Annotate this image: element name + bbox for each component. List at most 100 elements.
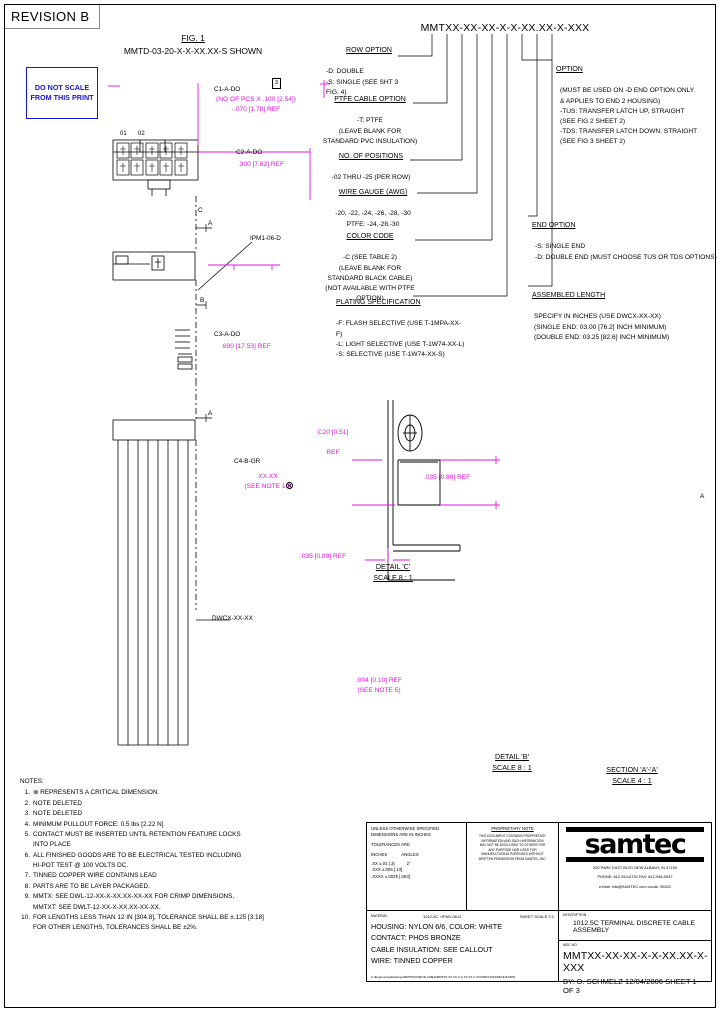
dim-c1-value: (NO OF PCS X .100 [2.54]) -.070 [1.78] R…	[216, 96, 296, 113]
section-mark-a-bottom: A	[208, 410, 213, 417]
dim-035: .035 [0.89] REF	[424, 474, 471, 481]
assembled-length-heading: ASSEMBLED LENGTH	[532, 292, 606, 300]
note-number: 10.	[21, 913, 30, 921]
color-code-lines: -C (SEE TABLE 2) (LEAVE BLANK FOR STANDA…	[325, 254, 415, 303]
note-item: 1.⊗ REPRESENTS A CRITICAL DIMENSION.	[20, 788, 360, 798]
samtec-wordmark: samtec	[584, 828, 687, 860]
tolerance-col-inches: INCHES	[371, 852, 388, 858]
detail-b-name: DETAIL 'B'	[495, 752, 529, 761]
title-block: UNLESS OTHERWISE SPECIFIED DIMENSIONS AR…	[366, 822, 712, 995]
note-item: 10.FOR LENGTHS LESS THAN 12 IN [304.8], …	[20, 913, 360, 934]
do-not-scale-note: DO NOT SCALE FROM THIS PRINT	[26, 67, 98, 119]
company-email: e-Mail: info@SAMTEC.com ccode: 55322	[598, 883, 672, 889]
notes-heading: NOTES:	[20, 778, 44, 785]
detail-b-scale: SCALE 8 : 1	[492, 762, 532, 772]
note-item: 4.MINIMUM PULLOUT FORCE: 0.5 lbs [2.22 N…	[20, 820, 360, 830]
by-line: BY: D. SCHMELZ 12/04/2006 SHEET 1 OF 3	[563, 976, 697, 995]
note-item: 3.NOTE DELETED	[20, 809, 360, 819]
note-text: ⊗ REPRESENTS A CRITICAL DIMENSION.	[33, 789, 160, 797]
callout-no-of-positions: NO. OF POSITIONS -02 THRU -25 (PER ROW)	[326, 142, 416, 194]
title-block-row-bottom: MATERIAL 1012-5C +IPM1-06-D SHEET SCALE …	[367, 911, 711, 995]
plating-heading: PLATING SPECIFICATION	[336, 299, 421, 307]
note-text: MMTX: SEE DWL-12-XX-X-XX.XX-XX-XX FOR CR…	[33, 893, 235, 911]
revision-box: REVISION B	[5, 5, 100, 29]
part-number-header: MMTXX-XX-XX-X-X-XX.XX-X-XXX	[420, 22, 590, 34]
plating-lines: -F: FLASH SELECTIVE (USE T-1MPA-XX-F) -L…	[336, 320, 465, 358]
unless-line-3: TOLERANCES ARE	[371, 841, 410, 847]
callout-ptfe-cable-option: PTFE CABLE OPTION -T: PTFE (LEAVE BLANK …	[320, 85, 420, 157]
positions-lines: -02 THRU -25 (PER ROW)	[331, 174, 411, 182]
callout-option: OPTION (MUST BE USED ON -D END OPTION ON…	[556, 55, 718, 158]
label-pos-01: 01	[120, 131, 127, 137]
title-block-row-top: UNLESS OTHERWISE SPECIFIED DIMENSIONS AR…	[367, 823, 711, 911]
dim-c4-value: XX.XX (SEE NOTE 10)	[244, 473, 292, 490]
material-id: 1012-5C +IPM1-06-D	[423, 914, 462, 919]
note-text: NOTE DELETED	[33, 810, 83, 818]
detail-b-caption: DETAIL 'B' SCALE 8 : 1	[466, 752, 558, 774]
note-text: CONTACT MUST BE INSERTED UNTIL RETENTION…	[33, 830, 241, 849]
note-text: ALL FINISHED GOODS ARE TO BE ELECTRICAL …	[33, 851, 242, 869]
note-number: 7.	[24, 872, 30, 880]
tolerance-col-angles: ANGLES	[401, 852, 419, 858]
description-cell: DESCRIPTION 1012.5C TERMINAL DISCRETE CA…	[559, 911, 711, 995]
section-mark-a-top: A	[208, 220, 213, 227]
section-mark-right: A	[700, 493, 705, 500]
wire-gauge-lines: -20, -22, -24, -26, -28, -30 PTFE: -24,-…	[335, 210, 411, 228]
label-ipm: IPM1-06-D	[250, 235, 281, 242]
dim-c20-value: REF	[326, 448, 340, 456]
callout-plating-spec: PLATING SPECIFICATION -F: FLASH SELECTIV…	[336, 288, 466, 370]
ptfe-heading: PTFE CABLE OPTION	[334, 96, 406, 104]
note-number: 5.	[24, 830, 30, 838]
note-item: 9.MMTX: SEE DWL-12-XX-X-XX.XX-XX-XX FOR …	[20, 892, 360, 913]
detail-c-caption: DETAIL 'C' SCALE 8 : 1	[348, 562, 438, 584]
proprietary-cell: PROPRIETARY NOTE THIS DOCUMENT CONTAINS …	[467, 823, 559, 911]
ptfe-lines: -T: PTFE (LEAVE BLANK FOR STANDARD PVC I…	[322, 117, 418, 145]
dim-c20-code: C20 [0.51]	[317, 428, 349, 436]
notes-block: NOTES: 1.⊗ REPRESENTS A CRITICAL DIMENSI…	[20, 777, 360, 934]
sheet-border	[4, 4, 716, 1008]
unless-line-1: UNLESS OTHERWISE SPECIFIED	[371, 826, 440, 831]
section-aa-scale: SCALE 4 : 1	[612, 775, 652, 785]
note-number: 2.	[24, 799, 30, 807]
note-text: PARTS ARE TO BE LAYER PACKAGED.	[33, 882, 150, 890]
notes-list: 1.⊗ REPRESENTS A CRITICAL DIMENSION.2.NO…	[20, 788, 360, 933]
callout-wire-gauge: WIRE GAUGE (AWG) -20, -22, -24, -26, -28…	[326, 178, 420, 240]
dim-c4-code: C4-B-GR	[234, 458, 261, 465]
logo-bar-bottom	[566, 857, 704, 862]
logo-bar-top	[566, 827, 704, 832]
dim-035-b: .035 [0.89] REF	[300, 553, 347, 560]
assembled-length-lines: SPECIFY IN INCHES (USE DWCX-XX-XX) (SING…	[534, 313, 670, 341]
material-cell: MATERIAL 1012-5C +IPM1-06-D SHEET SCALE …	[367, 911, 559, 982]
label-dwcx: DWCX-XX-XX	[212, 615, 253, 622]
detail-mark-c: C	[198, 207, 203, 214]
row-option-lines: -D: DOUBLE -S: SINGLE (SEE SHT 3 FIG. 4)	[326, 68, 399, 96]
note-item: 7.TINNED COPPER WIRE CONTAINS LEAD	[20, 871, 360, 881]
note-number: 1.	[24, 789, 30, 797]
end-option-heading: END OPTION	[532, 222, 576, 230]
proprietary-heading: PROPRIETARY NOTE	[491, 826, 534, 831]
description-value: 1012.5C TERMINAL DISCRETE CABLE ASSEMBLY	[573, 919, 696, 934]
callout-row-option: ROW OPTION -D: DOUBLE -S: SINGLE (SEE SH…	[326, 36, 412, 108]
company-phone: PHONE: 812-944-6733 FAX: 812-948-5047	[597, 874, 673, 880]
detail-c-scale: SCALE 8 : 1	[373, 572, 413, 582]
logo-cell: samtec 520 PARK EAST BLVD NEW ALBANY, IN…	[559, 823, 711, 911]
color-code-heading: COLOR CODE	[346, 233, 394, 241]
note-number: 4.	[24, 820, 30, 828]
pn-value: MMTXX-XX-XX-X-X-XX.XX-X-XXX	[563, 949, 708, 974]
sheet-scale: SHEET SCALE 2:1	[519, 914, 554, 919]
proprietary-body: THIS DOCUMENT CONTAINS PROPRIETARY INFOR…	[478, 833, 547, 861]
note-text: MINIMUM PULLOUT FORCE: 0.5 lbs [2.22 N]	[33, 820, 164, 828]
callout-assembled-length: ASSEMBLED LENGTH SPECIFY IN INCHES (USE …	[532, 281, 718, 353]
detail-c-name: DETAIL 'C'	[375, 562, 411, 571]
dim-c3-code: C3-A-DO	[214, 331, 241, 338]
callout-end-option: END OPTION -S: SINGLE END -D: DOUBLE END…	[532, 211, 718, 273]
detail-mark-b: B	[200, 297, 205, 304]
note-number: 9.	[24, 893, 30, 901]
crit-symbol-c4: ⊗	[286, 482, 293, 489]
fig1-title: FIG. 1 MMTD-03-20-X-X-XX.XX-S SHOWN	[108, 32, 278, 58]
unless-line-2: DIMENSIONS ARE IN INCHES	[371, 832, 431, 838]
wire-gauge-heading: WIRE GAUGE (AWG)	[338, 189, 408, 197]
tolerance-xx: .XX ±.01 [.3]	[371, 860, 395, 866]
